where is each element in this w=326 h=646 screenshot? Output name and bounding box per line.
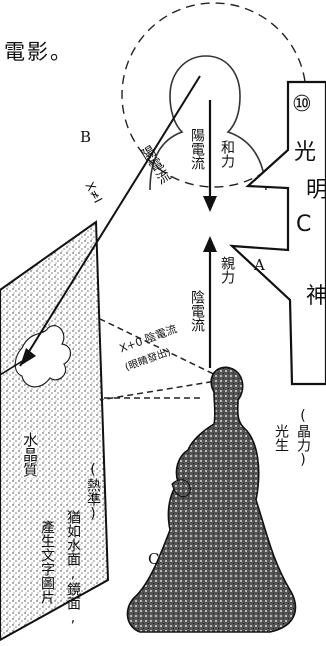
label-c: C <box>148 550 160 568</box>
label-produce-text: 產生文字圖片 <box>39 520 55 604</box>
dashed-ray-upper <box>97 317 223 379</box>
label-b: B <box>80 128 92 146</box>
bubble-line-1: 光 <box>294 140 317 165</box>
label-a: A <box>254 256 265 274</box>
figure-hands <box>171 479 191 498</box>
label-like-water: 猶如水面,鏡面, <box>65 510 81 626</box>
beam-arrowhead <box>20 348 36 366</box>
down-arrowhead <box>203 196 217 212</box>
bubble-line-3: C <box>296 212 312 237</box>
exit-line <box>0 359 25 376</box>
header-text: 電影。 <box>4 40 73 64</box>
projected-image-blob <box>14 325 72 388</box>
label-qin-li: 親力 <box>219 256 235 284</box>
label-crystal-source: (晶力) <box>295 408 311 468</box>
bubble-circle-mark: ⑩ <box>292 92 312 117</box>
kneeling-figure <box>126 366 297 633</box>
label-yang-current: 陽電流 <box>189 128 205 170</box>
label-yin-current: 陰電流 <box>189 290 205 332</box>
bubble-line-2: 明 <box>306 178 326 203</box>
bubble-line-4: 神 <box>306 284 326 309</box>
beam-line-b <box>19 75 201 367</box>
label-light-born: 光生 <box>273 424 289 452</box>
label-heat-standard: (熱準) <box>85 462 101 522</box>
up-arrowhead <box>203 236 217 252</box>
speech-bubble <box>228 80 326 386</box>
label-he-li: 和力 <box>219 140 235 168</box>
crystal-panel <box>0 220 110 642</box>
label-crystal-matter: 水晶質 <box>21 432 39 477</box>
dashed-ray-lower <box>99 379 223 401</box>
upper-silhouette <box>149 55 267 191</box>
